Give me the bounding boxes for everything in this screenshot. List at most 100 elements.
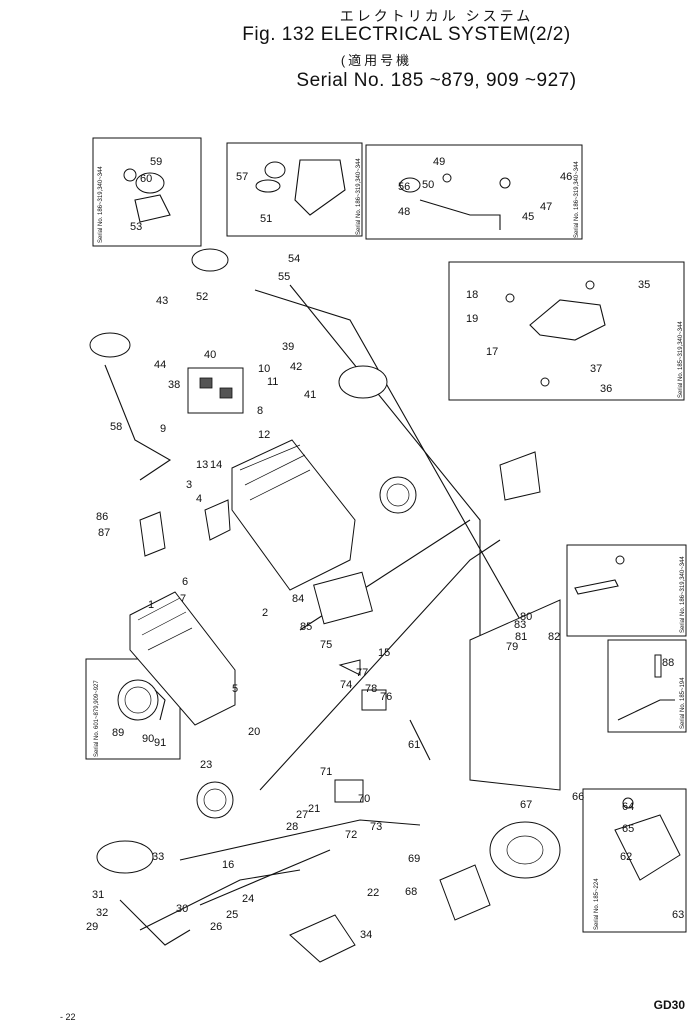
part-46: 46 bbox=[560, 171, 572, 183]
part-79: 79 bbox=[506, 641, 518, 653]
part-28: 28 bbox=[286, 821, 298, 833]
inset-note-a: Serial No. 186~319,340~344 bbox=[98, 166, 104, 243]
part-53: 53 bbox=[130, 221, 142, 233]
part-60: 60 bbox=[140, 173, 152, 185]
part-56: 56 bbox=[398, 181, 410, 193]
part-15: 15 bbox=[378, 647, 390, 659]
part-70: 70 bbox=[358, 793, 370, 805]
part-84: 84 bbox=[292, 593, 304, 605]
part-37: 37 bbox=[590, 363, 602, 375]
inset-box-c: Serial No. 186~319,340~344 bbox=[365, 144, 583, 240]
part-5: 5 bbox=[232, 683, 238, 695]
inset-note-h: Serial No. 185~224 bbox=[594, 878, 600, 930]
part-34: 34 bbox=[360, 929, 372, 941]
inset-box-h: Serial No. 185~224 bbox=[582, 788, 687, 933]
part-81: 81 bbox=[515, 631, 527, 643]
part-74: 74 bbox=[340, 679, 352, 691]
part-40: 40 bbox=[204, 349, 216, 361]
part-57: 57 bbox=[236, 171, 248, 183]
part-41: 41 bbox=[304, 389, 316, 401]
part-76: 76 bbox=[380, 691, 392, 703]
page-code: GD30 bbox=[653, 998, 685, 1012]
part-51: 51 bbox=[260, 213, 272, 225]
inset-note-c: Serial No. 186~319,340~344 bbox=[574, 161, 580, 238]
part-91: 91 bbox=[154, 737, 166, 749]
part-59: 59 bbox=[150, 156, 162, 168]
main-assembly bbox=[89, 248, 561, 963]
part-49: 49 bbox=[433, 156, 445, 168]
serial-japanese: (適用号機 bbox=[340, 53, 413, 68]
part-20: 20 bbox=[248, 726, 260, 738]
part-3: 3 bbox=[186, 479, 192, 491]
part-38: 38 bbox=[168, 379, 180, 391]
part-12: 12 bbox=[258, 429, 270, 441]
part-54: 54 bbox=[288, 253, 300, 265]
part-30: 30 bbox=[176, 903, 188, 915]
part-48: 48 bbox=[398, 206, 410, 218]
part-58: 58 bbox=[110, 421, 122, 433]
part-29: 29 bbox=[86, 921, 98, 933]
part-65: 65 bbox=[622, 823, 634, 835]
page-number: - 22 bbox=[60, 1012, 76, 1022]
part-78: 78 bbox=[365, 683, 377, 695]
part-80: 80 bbox=[520, 611, 532, 623]
part-85: 85 bbox=[300, 621, 312, 633]
inset-box-g: Serial No. 185~194 bbox=[607, 639, 687, 733]
figure-title: Fig. 132 ELECTRICAL SYSTEM(2/2) bbox=[242, 24, 571, 45]
part-62: 62 bbox=[620, 851, 632, 863]
part-50: 50 bbox=[422, 179, 434, 191]
part-72: 72 bbox=[345, 829, 357, 841]
part-26: 26 bbox=[210, 921, 222, 933]
part-25: 25 bbox=[226, 909, 238, 921]
part-87: 87 bbox=[98, 527, 110, 539]
title-japanese: エレクトリカル システム bbox=[339, 8, 534, 24]
part-24: 24 bbox=[242, 893, 254, 905]
part-83: 83 bbox=[514, 619, 526, 631]
part-63: 63 bbox=[672, 909, 684, 921]
inset-note-e: Serial No. 601~879,909~927 bbox=[94, 680, 100, 757]
part-16: 16 bbox=[222, 859, 234, 871]
part-73: 73 bbox=[370, 821, 382, 833]
part-52: 52 bbox=[196, 291, 208, 303]
part-88: 88 bbox=[662, 657, 674, 669]
part-23: 23 bbox=[200, 759, 212, 771]
part-18: 18 bbox=[466, 289, 478, 301]
part-13: 13 bbox=[196, 459, 208, 471]
part-6: 6 bbox=[182, 576, 188, 588]
inset-box-b: Serial No. 186~319,340~344 bbox=[226, 142, 363, 237]
part-71: 71 bbox=[320, 766, 332, 778]
part-36: 36 bbox=[600, 383, 612, 395]
part-90: 90 bbox=[142, 733, 154, 745]
part-43: 43 bbox=[156, 295, 168, 307]
inset-note-f: Serial No. 186~319,340~344 bbox=[680, 556, 686, 633]
part-39: 39 bbox=[282, 341, 294, 353]
part-67: 67 bbox=[520, 799, 532, 811]
part-44: 44 bbox=[154, 359, 166, 371]
part-86: 86 bbox=[96, 511, 108, 523]
part-45: 45 bbox=[522, 211, 534, 223]
part-77: 77 bbox=[356, 667, 368, 679]
inset-box-f: Serial No. 186~319,340~344 bbox=[566, 544, 687, 637]
part-42: 42 bbox=[290, 361, 302, 373]
part-labels: 1 2 3 4 5 6 7 8 9 10 11 12 13 14 15 16 1… bbox=[86, 156, 684, 941]
part-14: 14 bbox=[210, 459, 222, 471]
inset-note-b: Serial No. 186~319,340~344 bbox=[356, 158, 362, 235]
inset-note-g: Serial No. 185~194 bbox=[680, 677, 686, 729]
part-82: 82 bbox=[548, 631, 560, 643]
part-66: 66 bbox=[572, 791, 584, 803]
part-55: 55 bbox=[278, 271, 290, 283]
part-8: 8 bbox=[257, 405, 263, 417]
part-1: 1 bbox=[148, 599, 154, 611]
inset-note-d: Serial No. 185~319,340~344 bbox=[678, 321, 684, 398]
part-21: 21 bbox=[308, 803, 320, 815]
part-75: 75 bbox=[320, 639, 332, 651]
part-32: 32 bbox=[96, 907, 108, 919]
part-68: 68 bbox=[405, 886, 417, 898]
part-19: 19 bbox=[466, 313, 478, 325]
part-22: 22 bbox=[367, 887, 379, 899]
part-35: 35 bbox=[638, 279, 650, 291]
part-47: 47 bbox=[540, 201, 552, 213]
part-33: 33 bbox=[152, 851, 164, 863]
part-2: 2 bbox=[262, 607, 268, 619]
part-31: 31 bbox=[92, 889, 104, 901]
